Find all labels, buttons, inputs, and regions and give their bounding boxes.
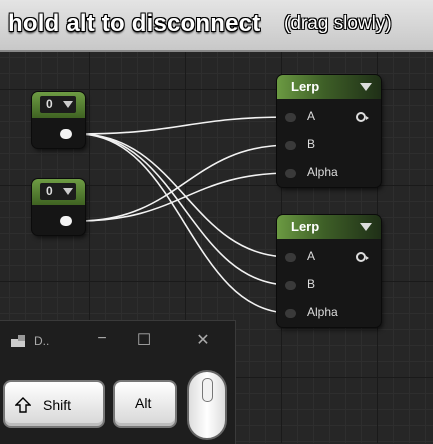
constant-node[interactable]: 0 [32, 92, 85, 148]
constant-node-header[interactable]: 0 [32, 179, 85, 205]
wire [77, 172, 291, 222]
chevron-down-icon [63, 101, 73, 108]
input-pin-a[interactable] [285, 113, 296, 122]
mouse-wheel [202, 378, 213, 402]
lerp-node[interactable]: Lerp A B Alpha [277, 215, 381, 327]
input-pin-b[interactable] [285, 281, 296, 290]
pin-label-alpha: Alpha [307, 165, 338, 179]
wire [77, 133, 291, 314]
shift-key-label: Shift [43, 397, 72, 413]
alt-key-label: Alt [135, 395, 152, 411]
pin-label-b: B [307, 137, 316, 151]
wire [77, 144, 291, 222]
close-button[interactable]: ✕ [196, 332, 210, 349]
pin-label-b: B [307, 277, 316, 291]
chevron-down-icon[interactable] [360, 223, 372, 231]
lerp-node-header[interactable]: Lerp [277, 215, 381, 239]
input-pin-a[interactable] [285, 253, 296, 262]
chevron-down-icon[interactable] [360, 83, 372, 91]
constant-value: 0 [46, 184, 53, 198]
pin-label-a: A [307, 249, 316, 263]
app-icon [11, 335, 25, 347]
lerp-node-title: Lerp [291, 219, 320, 234]
pin-label-alpha: Alpha [307, 305, 338, 319]
constant-value-dropdown[interactable]: 0 [40, 96, 76, 113]
shift-arrow-icon [15, 397, 31, 413]
constant-node[interactable]: 0 [32, 179, 85, 235]
instruction-subtitle: (drag slowly) [284, 13, 392, 34]
lerp-node-header[interactable]: Lerp [277, 75, 381, 99]
pin-label-a: A [307, 109, 316, 123]
window-title: D.. [34, 334, 50, 348]
constant-node-header[interactable]: 0 [32, 92, 85, 118]
mouse-icon [187, 370, 227, 440]
lerp-node-title: Lerp [291, 79, 320, 94]
alt-key: Alt [113, 380, 177, 428]
constant-value-dropdown[interactable]: 0 [40, 183, 76, 200]
lerp-node[interactable]: Lerp A B Alpha [277, 75, 381, 187]
input-pin-alpha[interactable] [285, 169, 296, 178]
input-pin-b[interactable] [285, 141, 296, 150]
constant-value: 0 [46, 97, 53, 111]
output-pin-icon[interactable] [356, 112, 369, 122]
wire [77, 116, 291, 135]
shift-key: Shift [3, 380, 105, 428]
input-pin-alpha[interactable] [285, 309, 296, 318]
wire [77, 133, 291, 286]
minimize-button[interactable]: − [97, 330, 107, 347]
output-pin-icon[interactable] [356, 252, 369, 262]
chevron-down-icon [63, 188, 73, 195]
output-pin[interactable] [60, 129, 72, 139]
output-pin[interactable] [60, 216, 72, 226]
instruction-title: hold alt to disconnect [8, 10, 261, 37]
title-banner: hold alt to disconnect (drag slowly) [0, 0, 433, 52]
wire [77, 133, 291, 258]
maximize-button[interactable]: ☐ [136, 332, 152, 349]
